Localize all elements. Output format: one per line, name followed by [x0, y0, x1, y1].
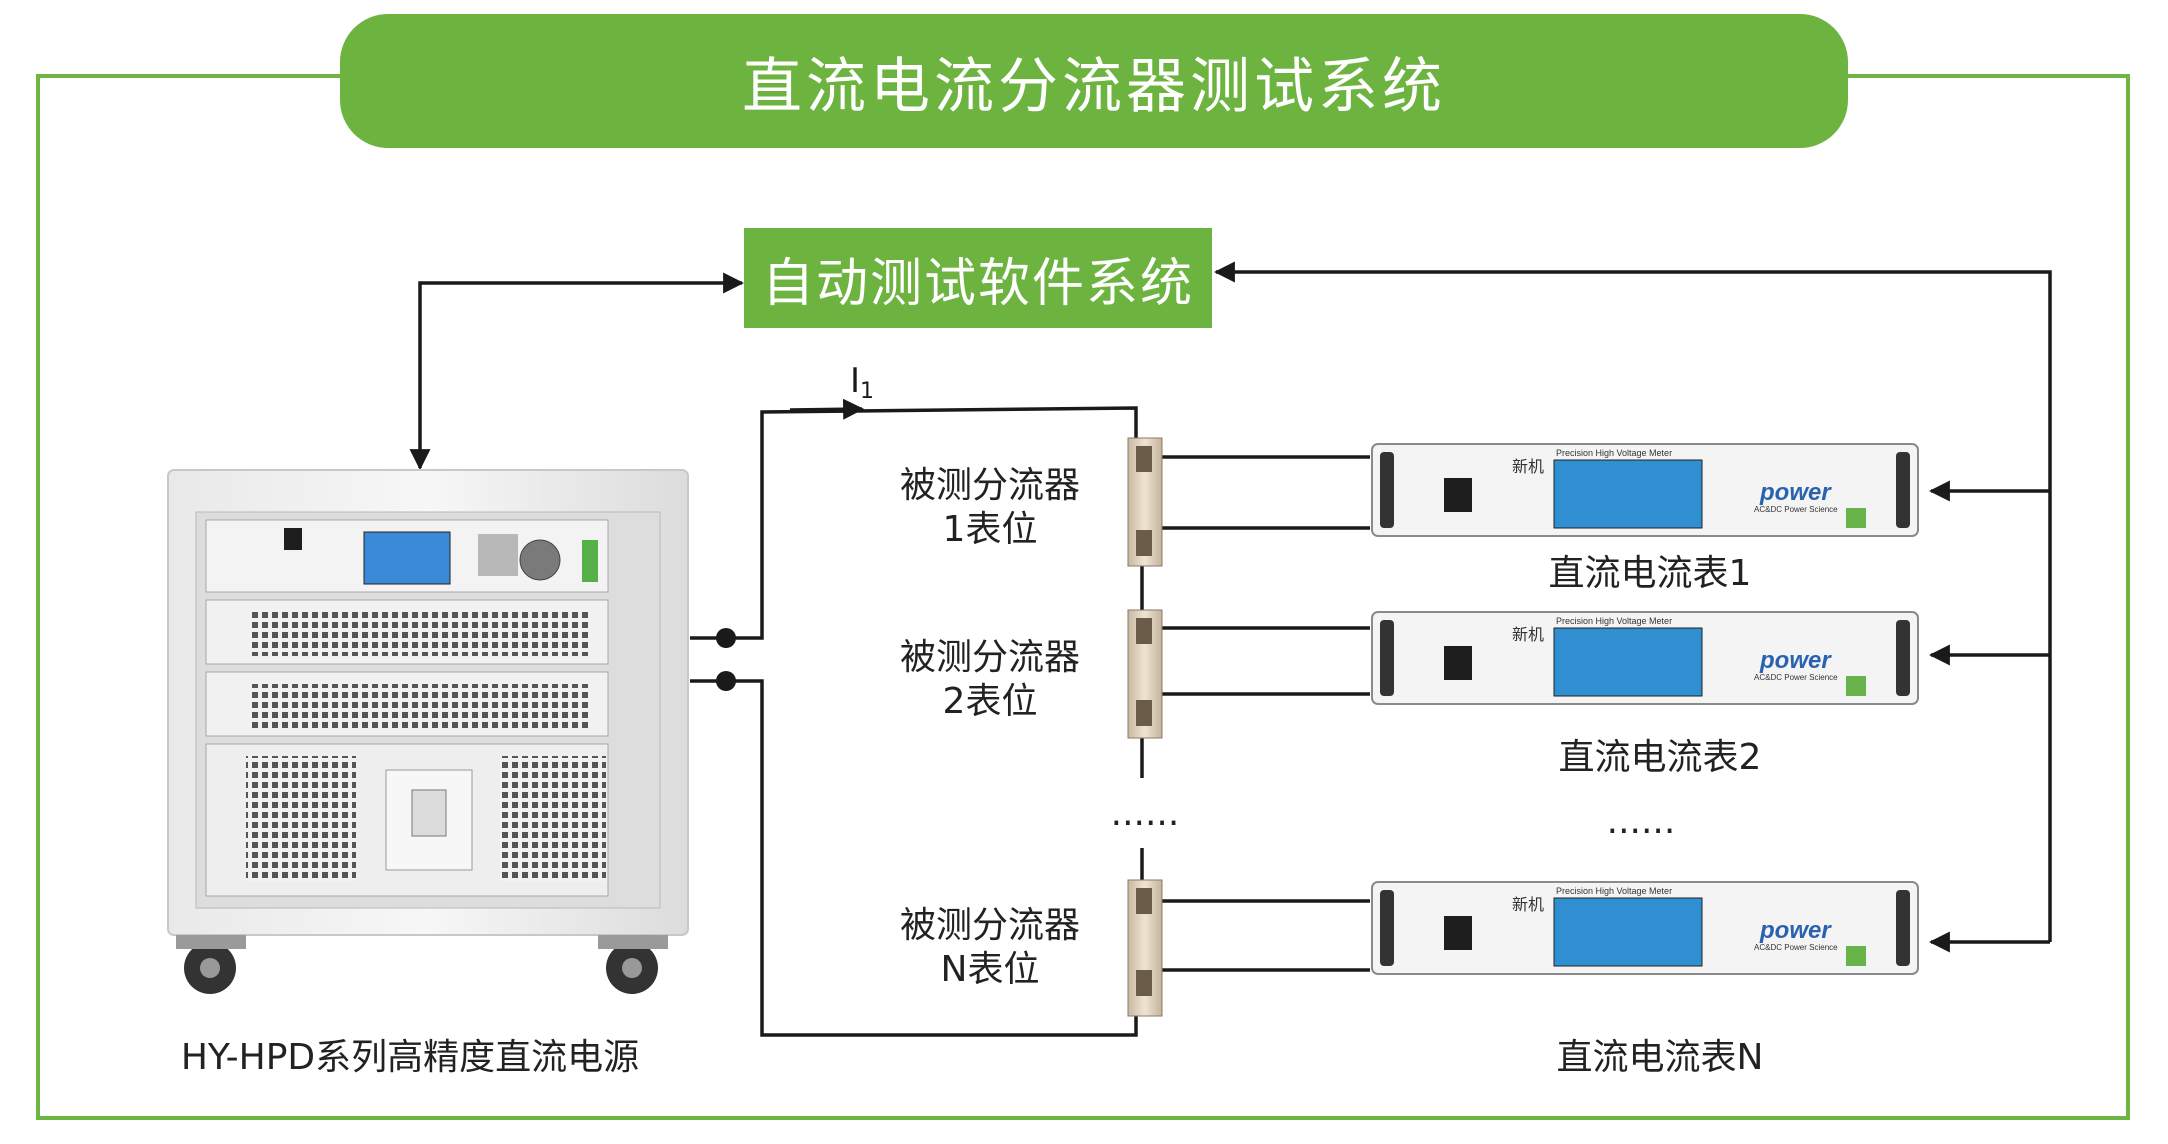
meterN-brand-sub: AC&DC Power Science — [1754, 943, 1838, 952]
terminal-negative — [716, 671, 736, 691]
meter-1-label: 直流电流表1 — [1548, 553, 1752, 594]
meter1-brand: power — [1759, 479, 1832, 506]
meter1-brand-sub: AC&DC Power Science — [1754, 505, 1838, 514]
meter-n — [1371, 881, 1919, 975]
meter-1 — [1371, 443, 1919, 537]
meterN-brand: power — [1759, 917, 1832, 944]
shunt-1-label: 被测分流器 1表位 — [899, 465, 1080, 550]
shunt-n-label: 被测分流器 N表位 — [899, 905, 1080, 990]
software-system-box: 自动测试软件系统 — [744, 228, 1212, 328]
meter1-badge: 新机 — [1512, 458, 1544, 476]
shunt-n — [1127, 879, 1163, 1017]
meter2-header: Precision High Voltage Meter — [1556, 616, 1672, 626]
meter-n-label: 直流电流表N — [1556, 1037, 1764, 1078]
power-supply-label: HY-HPD系列高精度直流电源 — [180, 1037, 640, 1078]
meter-2-label: 直流电流表2 — [1558, 737, 1762, 778]
power-supply-cabinet — [167, 469, 689, 994]
meterN-header: Precision High Voltage Meter — [1556, 886, 1672, 896]
meter-ellipsis: ...... — [1606, 801, 1676, 842]
meter-2 — [1371, 611, 1919, 705]
shunt-2 — [1127, 609, 1163, 739]
meter2-brand-sub: AC&DC Power Science — [1754, 673, 1838, 682]
meter2-brand: power — [1759, 647, 1832, 674]
current-loop-bottom — [690, 679, 1138, 1037]
meterN-badge: 新机 — [1512, 896, 1544, 914]
connection-lines — [409, 261, 2052, 1037]
meter2-badge: 新机 — [1512, 626, 1544, 644]
shunt-ellipsis: ...... — [1110, 793, 1180, 834]
meter1-header: Precision High Voltage Meter — [1556, 448, 1672, 458]
current-label: I1 — [850, 361, 874, 404]
psu-display — [363, 531, 451, 585]
current-subscript: 1 — [860, 379, 874, 404]
current-loop-top — [690, 406, 1138, 640]
meter-bus-software-link — [1213, 261, 2052, 942]
psu-software-link — [409, 272, 745, 471]
current-arrow — [789, 398, 865, 420]
terminal-positive — [716, 628, 736, 648]
page-title: 直流电流分流器测试系统 — [340, 14, 1848, 148]
shunt-2-label: 被测分流器 2表位 — [899, 637, 1080, 722]
shunt-1 — [1127, 437, 1163, 567]
